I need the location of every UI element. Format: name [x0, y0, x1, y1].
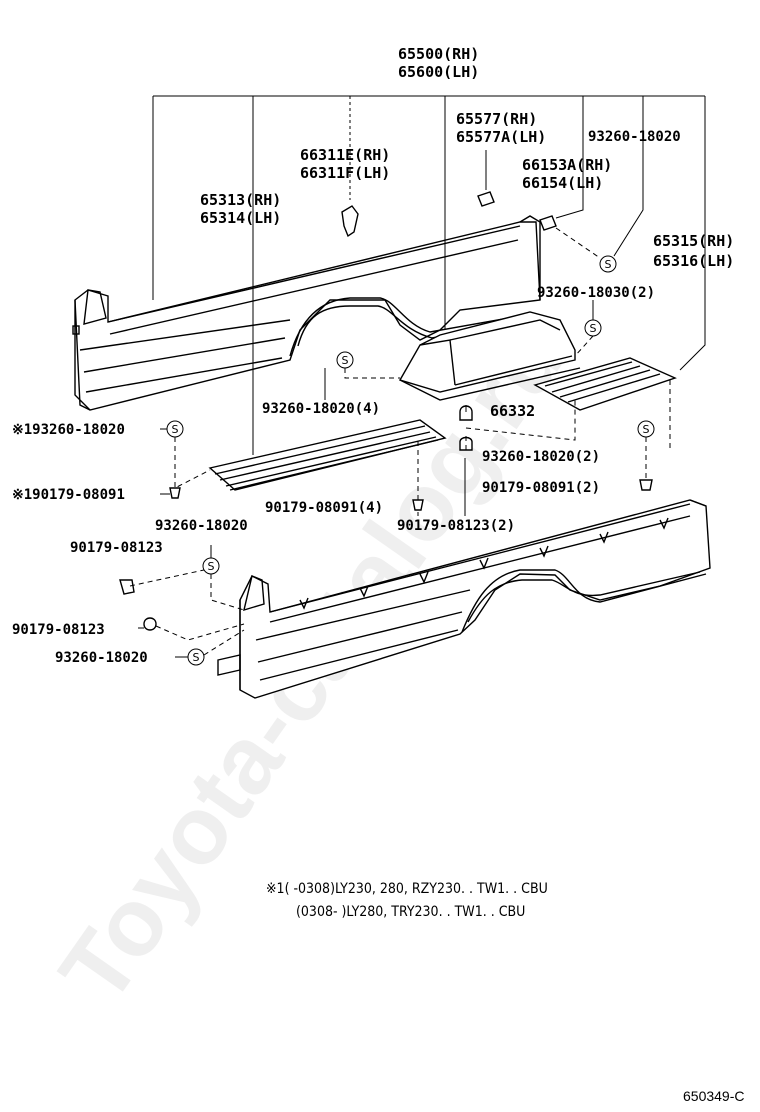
screw-symbol: S	[172, 423, 179, 436]
label-66332: 66332	[490, 402, 535, 420]
label-90179-08123-2: 90179-08123(2)	[397, 518, 515, 534]
screw-symbol: S	[643, 423, 650, 436]
label-93260-18020-bot: 93260-18020	[55, 650, 148, 666]
label-65313: 65313(RH)	[200, 191, 281, 209]
label-x190179-08091: ※190179-08091	[12, 487, 125, 503]
label-93260-18020-2: 93260-18020(2)	[482, 449, 600, 465]
upper-side-panel	[72, 215, 541, 411]
footnote: ※1( -0308)LY230, 280, RZY230. . TW1. . C…	[266, 881, 548, 920]
label-93260-18030: 93260-18030(2)	[537, 285, 655, 301]
label-65500: 65500(RH)	[398, 45, 479, 63]
screw-symbol: S	[208, 560, 215, 573]
label-x193260-18020: ※193260-18020	[12, 422, 125, 438]
label-65600: 65600(LH)	[398, 63, 479, 81]
label-66311e: 66311E(RH)	[300, 146, 390, 164]
label-66153a: 66153A(RH)	[522, 156, 612, 174]
screw-symbol: S	[193, 651, 200, 664]
footnote-line-1: ※1( -0308)LY230, 280, RZY230. . TW1. . C…	[266, 881, 548, 897]
label-90179-08091-2: 90179-08091(2)	[482, 480, 600, 496]
reference-code: 650349-C	[683, 1088, 745, 1104]
mounting-lines	[129, 227, 671, 656]
lower-side-panel	[217, 499, 711, 699]
screw-symbol: S	[590, 322, 597, 335]
label-66311f: 66311F(LH)	[300, 164, 390, 182]
floor-plate-right	[533, 357, 677, 411]
leader-lines	[138, 95, 706, 658]
screw-symbol: S	[342, 354, 349, 367]
wheel-house	[398, 311, 581, 401]
label-93260-18020-4: 93260-18020(4)	[262, 401, 380, 417]
label-90179-08123-b: 90179-08123	[12, 622, 105, 638]
label-66154: 66154(LH)	[522, 174, 603, 192]
label-93260-18020-mid: 93260-18020	[155, 518, 248, 534]
screw-symbols: S S S S S S S	[166, 255, 655, 666]
part-labels: 65500(RH) 65600(LH) 65577(RH) 65577A(LH)…	[12, 45, 734, 666]
label-65315: 65315(RH)	[653, 232, 734, 250]
label-65577: 65577(RH)	[456, 110, 537, 128]
floor-rail-left	[208, 419, 447, 491]
label-65316: 65316(LH)	[653, 252, 734, 270]
screw-symbol: S	[605, 258, 612, 271]
footnote-line-2: (0308- )LY280, TRY230. . TW1. . CBU	[296, 904, 525, 920]
small-hardware	[119, 191, 653, 631]
label-90179-08123-a: 90179-08123	[70, 540, 163, 556]
label-93260-18020-top: 93260-18020	[588, 129, 681, 145]
label-65577a: 65577A(LH)	[456, 128, 546, 146]
label-65314: 65314(LH)	[200, 209, 281, 227]
label-90179-08091-4: 90179-08091(4)	[265, 500, 383, 516]
